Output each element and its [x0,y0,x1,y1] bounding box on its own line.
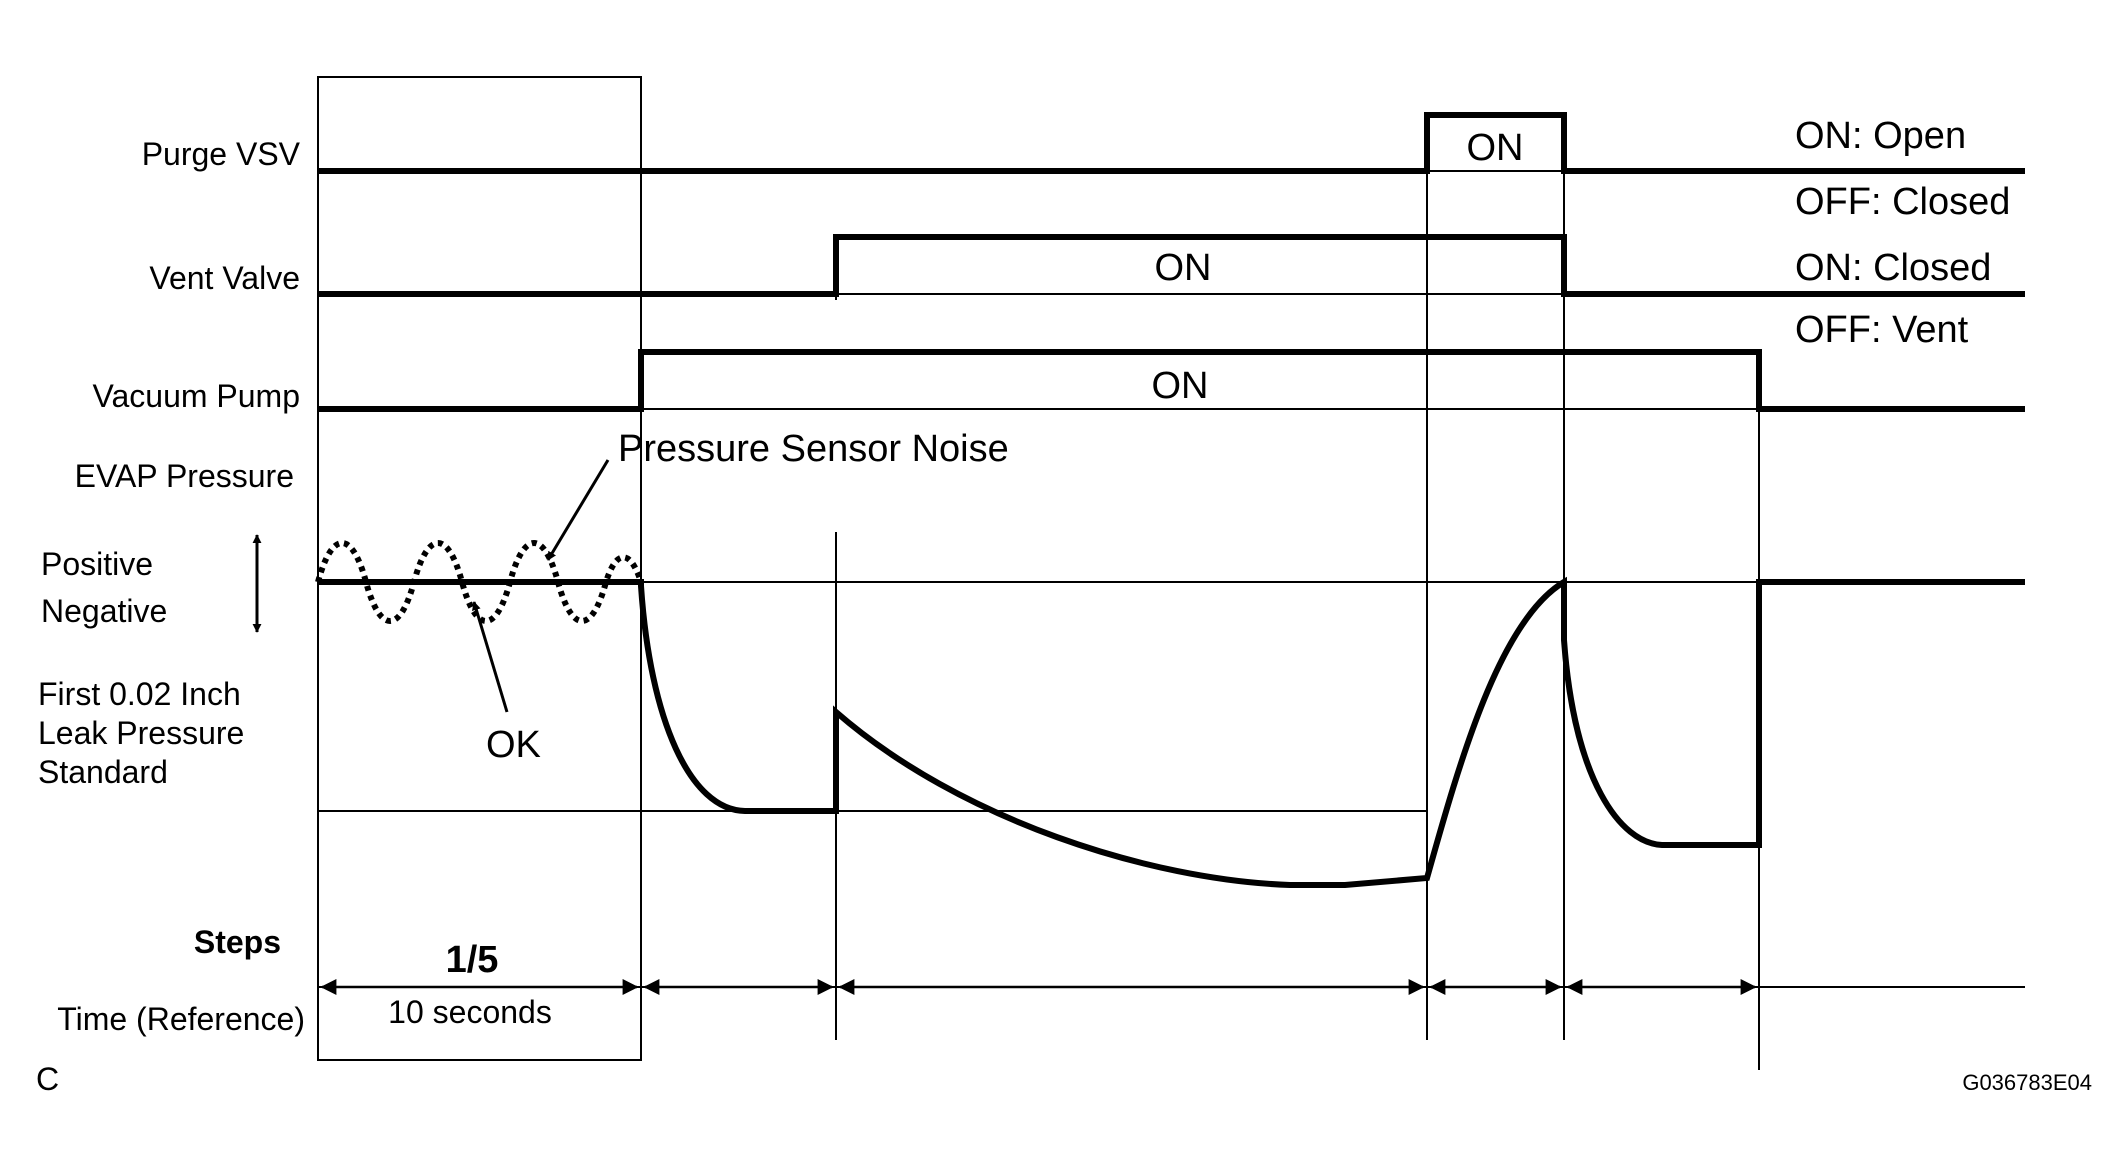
first-duration-label: 10 seconds [388,994,552,1030]
time-reference-label: Time (Reference) [57,1001,305,1037]
vacuum-pump-trace [318,349,2025,412]
legend-purge-off: OFF: Closed [1795,181,2010,223]
label-leak-standard-1: First 0.02 Inch [38,676,241,712]
corner-letter: C [36,1061,59,1097]
label-leak-standard-3: Standard [38,754,168,790]
legend-vent-off: OFF: Vent [1795,309,1969,351]
ok-annotation: OK [486,724,541,766]
label-positive: Positive [41,546,153,582]
legend-purge-on: ON: Open [1795,115,1966,157]
vent-on-label: ON [1155,247,1212,289]
ok-pointer-arrow [472,601,509,713]
label-purge-vsv: Purge VSV [142,136,301,172]
label-negative: Negative [41,593,167,629]
label-leak-standard-2: Leak Pressure [38,715,244,751]
legend-vent-on: ON: Closed [1795,247,1991,289]
steps-title: Steps [194,924,281,960]
purge-on-label: ON [1467,127,1524,169]
noise-pointer-arrow [546,459,610,561]
label-evap-pressure: EVAP Pressure [75,458,294,494]
pressure-sensor-noise-trace [315,540,644,624]
first-step-frame [317,76,642,1061]
noise-annotation: Pressure Sensor Noise [618,428,1009,470]
pump-on-label: ON [1152,365,1209,407]
label-vent-valve: Vent Valve [149,260,300,296]
figure-code: G036783E04 [1962,1070,2092,1095]
purge-vsv-trace [318,112,2025,174]
vent-valve-trace [318,234,2025,297]
first-step-label: 1/5 [446,939,499,981]
evap-pressure-trace [318,576,2025,888]
label-vacuum-pump: Vacuum Pump [93,378,301,414]
